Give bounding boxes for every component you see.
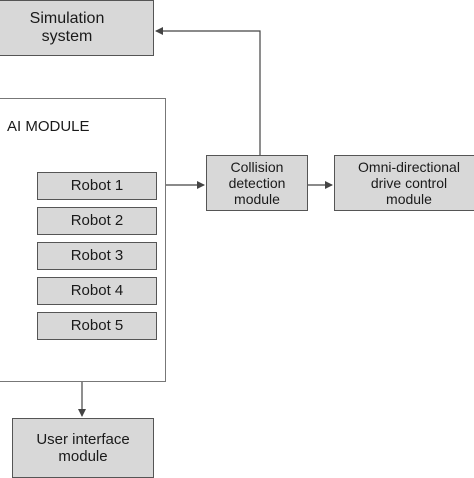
robot-2-box: Robot 2 bbox=[37, 207, 157, 235]
omni-drive-control-box: Omni-directional drive control module bbox=[334, 155, 474, 211]
omni-label-line2: drive control bbox=[370, 174, 448, 191]
robot-4-box: Robot 4 bbox=[37, 277, 157, 305]
robot-5-box: Robot 5 bbox=[37, 312, 157, 340]
robot-4-label: Robot 4 bbox=[70, 282, 124, 300]
omni-label-line3: module bbox=[386, 191, 432, 208]
ui-label-line1: User interface bbox=[36, 430, 130, 448]
robot-3-label: Robot 3 bbox=[70, 247, 124, 265]
collision-detection-box: Collision detection module bbox=[206, 155, 308, 211]
collision-label-line3: module bbox=[234, 191, 280, 208]
simulation-label-line2: system bbox=[41, 28, 93, 45]
ai-module-title: AI MODULE bbox=[7, 118, 90, 135]
robot-2-label: Robot 2 bbox=[70, 212, 124, 230]
simulation-label-line1: Simulation bbox=[29, 9, 105, 27]
ui-label-line2: module bbox=[58, 448, 108, 465]
collision-label-line1: Collision bbox=[230, 158, 284, 175]
user-interface-box: User interface module bbox=[12, 418, 154, 478]
robot-3-box: Robot 3 bbox=[37, 242, 157, 270]
collision-label-line2: detection bbox=[228, 174, 286, 191]
collision-to-simulation-arrow bbox=[155, 27, 261, 155]
simulation-system-box: Simulation system bbox=[0, 0, 154, 56]
robot-5-label: Robot 5 bbox=[70, 317, 124, 335]
robot-1-label: Robot 1 bbox=[70, 177, 124, 195]
omni-label-line1: Omni-directional bbox=[358, 158, 460, 175]
robot-1-box: Robot 1 bbox=[37, 172, 157, 200]
